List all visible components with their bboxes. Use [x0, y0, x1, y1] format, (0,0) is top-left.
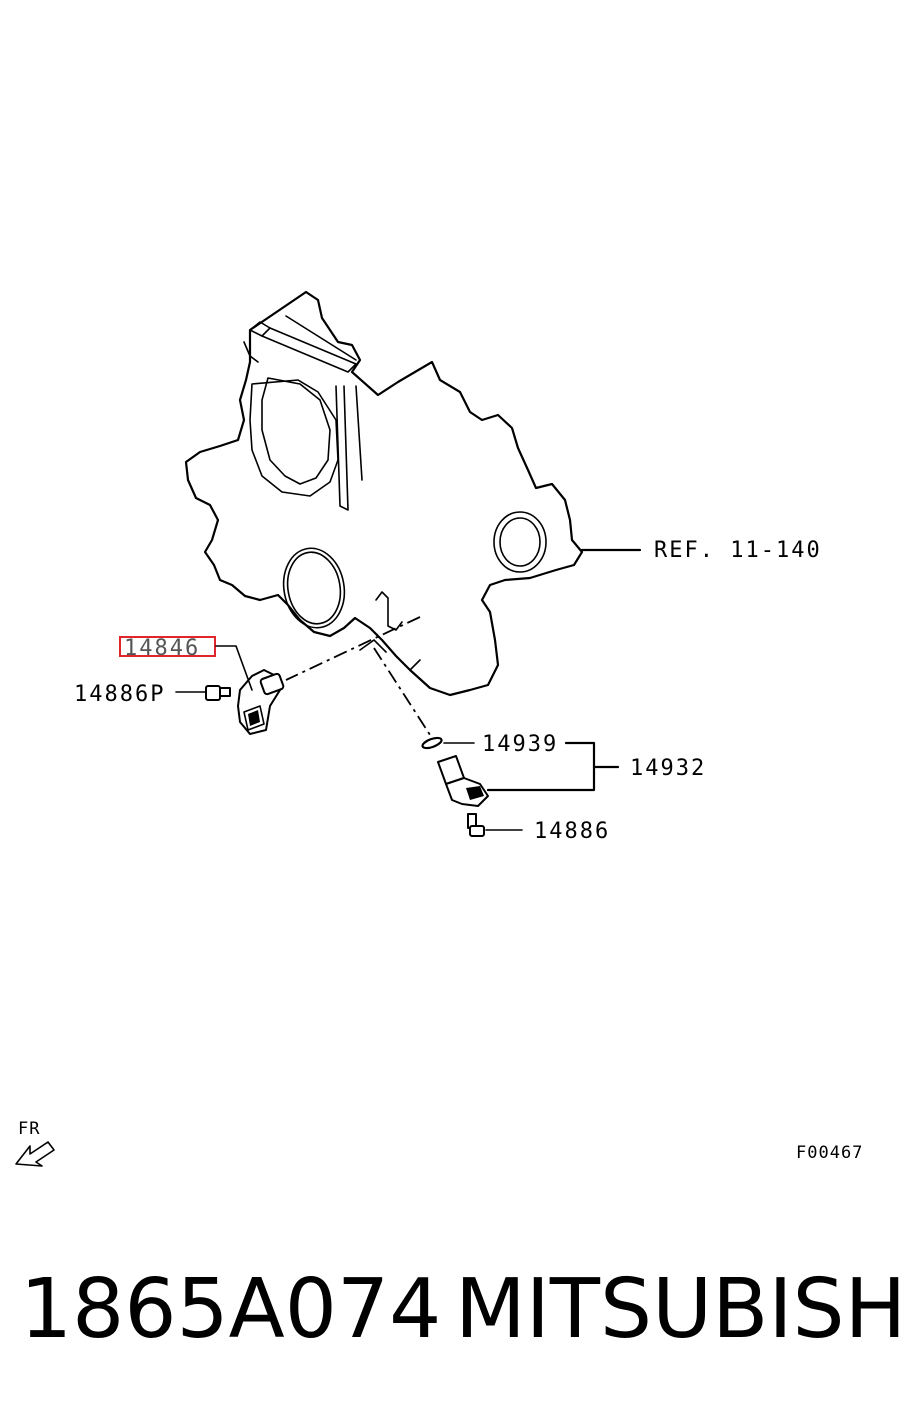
front-label: FR: [18, 1119, 40, 1139]
figure-code: F00467: [796, 1143, 863, 1163]
callout-14932: 14932: [630, 756, 706, 781]
callout-14886: 14886: [534, 819, 610, 844]
bolt-14886: [467, 813, 485, 837]
ref-label: REF. 11-140: [654, 538, 822, 563]
o-ring: [421, 736, 443, 750]
callout-14939: 14939: [482, 732, 558, 757]
cam-position-sensor: [237, 669, 285, 735]
leader-14846: [215, 645, 253, 691]
sensor-axis-line: [285, 616, 421, 681]
bolt-14886p: [205, 685, 231, 701]
front-arrow-icon: [15, 1141, 55, 1167]
timing-cover: [184, 290, 584, 697]
brand-name: MITSUBISHI: [455, 1262, 909, 1357]
part-number: 1865A074: [20, 1262, 442, 1357]
caption: 1865A074 MITSUBISHI: [0, 1262, 909, 1372]
callout-14846: 14846: [124, 636, 200, 661]
sensor2-axis-line: [373, 647, 433, 739]
highlight-box: [119, 636, 216, 657]
crank-angle-sensor: [437, 755, 489, 807]
callout-14886p: 14886P: [74, 682, 165, 707]
